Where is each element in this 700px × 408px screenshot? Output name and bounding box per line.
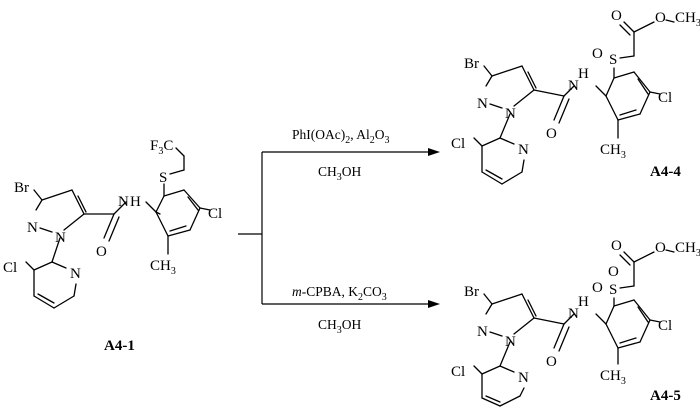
a4-4-n-pyridine: N	[518, 142, 529, 158]
a4-4-ester-o: O	[655, 10, 666, 26]
a4-5-s: S	[609, 282, 617, 298]
a4-5-nh-h: H	[578, 294, 589, 310]
a4-1-nh-n: N	[118, 194, 129, 210]
a4-1-s: S	[159, 170, 167, 186]
a4-5-n1: N	[505, 334, 516, 350]
a4-4-sulfoxide-o: O	[592, 46, 603, 62]
a4-5-sulfone-o2: O	[608, 264, 619, 280]
a4-4-nh-n: N	[568, 78, 579, 94]
a4-4-cl-pyridine: Cl	[451, 136, 465, 152]
a4-1-nh-h: H	[130, 194, 141, 210]
a4-4-s: S	[609, 52, 617, 68]
compound-a4-4	[473, 19, 675, 185]
a4-5-cl-aryl: Cl	[658, 318, 672, 334]
a4-4-nh-h: H	[578, 66, 589, 82]
a4-1-cl-pyridine: Cl	[3, 260, 17, 276]
a4-5-br: Br	[464, 284, 479, 300]
a4-1-n2: N	[27, 220, 38, 236]
a4-5-o: O	[546, 354, 557, 370]
a4-5-nh-n: N	[568, 306, 579, 322]
reaction-2-reagents: m-CPBA, K2CO3	[292, 284, 387, 303]
label-a4-1: A4-1	[104, 338, 135, 354]
label-a4-4: A4-4	[650, 164, 681, 180]
reaction-1-reagents: PhI(OAc)2, Al2O3	[292, 127, 390, 146]
a4-1-n-pyridine: N	[70, 266, 81, 282]
a4-5-ester-carbonyl-o: O	[611, 238, 622, 254]
reaction-2-solvent: CH3OH	[318, 317, 362, 336]
a4-5-ester-ch3: CH3	[675, 240, 700, 259]
a4-1-br: Br	[14, 180, 29, 196]
a4-4-ch3: CH3	[600, 142, 626, 161]
a4-1-cf3: F3C	[150, 138, 173, 157]
a4-1-cl-aryl: Cl	[208, 206, 222, 222]
a4-5-ch3: CH3	[600, 368, 626, 387]
a4-5-n-pyridine: N	[518, 370, 529, 386]
a4-5-ester-o: O	[655, 240, 666, 256]
a4-4-ester-ch3: CH3	[675, 10, 700, 29]
compound-a4-1	[25, 147, 211, 309]
label-a4-5: A4-5	[650, 388, 681, 404]
a4-1-o: O	[96, 244, 107, 260]
a4-4-n1: N	[505, 106, 516, 122]
a4-5-cl-pyridine: Cl	[451, 364, 465, 380]
compound-a4-5	[473, 249, 675, 407]
a4-4-cl-aryl: Cl	[658, 90, 672, 106]
a4-4-n2: N	[477, 96, 488, 112]
a4-4-o: O	[546, 126, 557, 142]
a4-5-sulfone-o1: O	[592, 280, 603, 296]
reaction-arrows	[238, 148, 440, 308]
a4-1-ch3: CH3	[150, 258, 176, 277]
a4-5-n2: N	[477, 324, 488, 340]
a4-4-ester-carbonyl-o: O	[611, 8, 622, 24]
a4-4-br: Br	[464, 56, 479, 72]
reaction-1-solvent: CH3OH	[318, 164, 362, 183]
a4-1-n1: N	[55, 230, 66, 246]
